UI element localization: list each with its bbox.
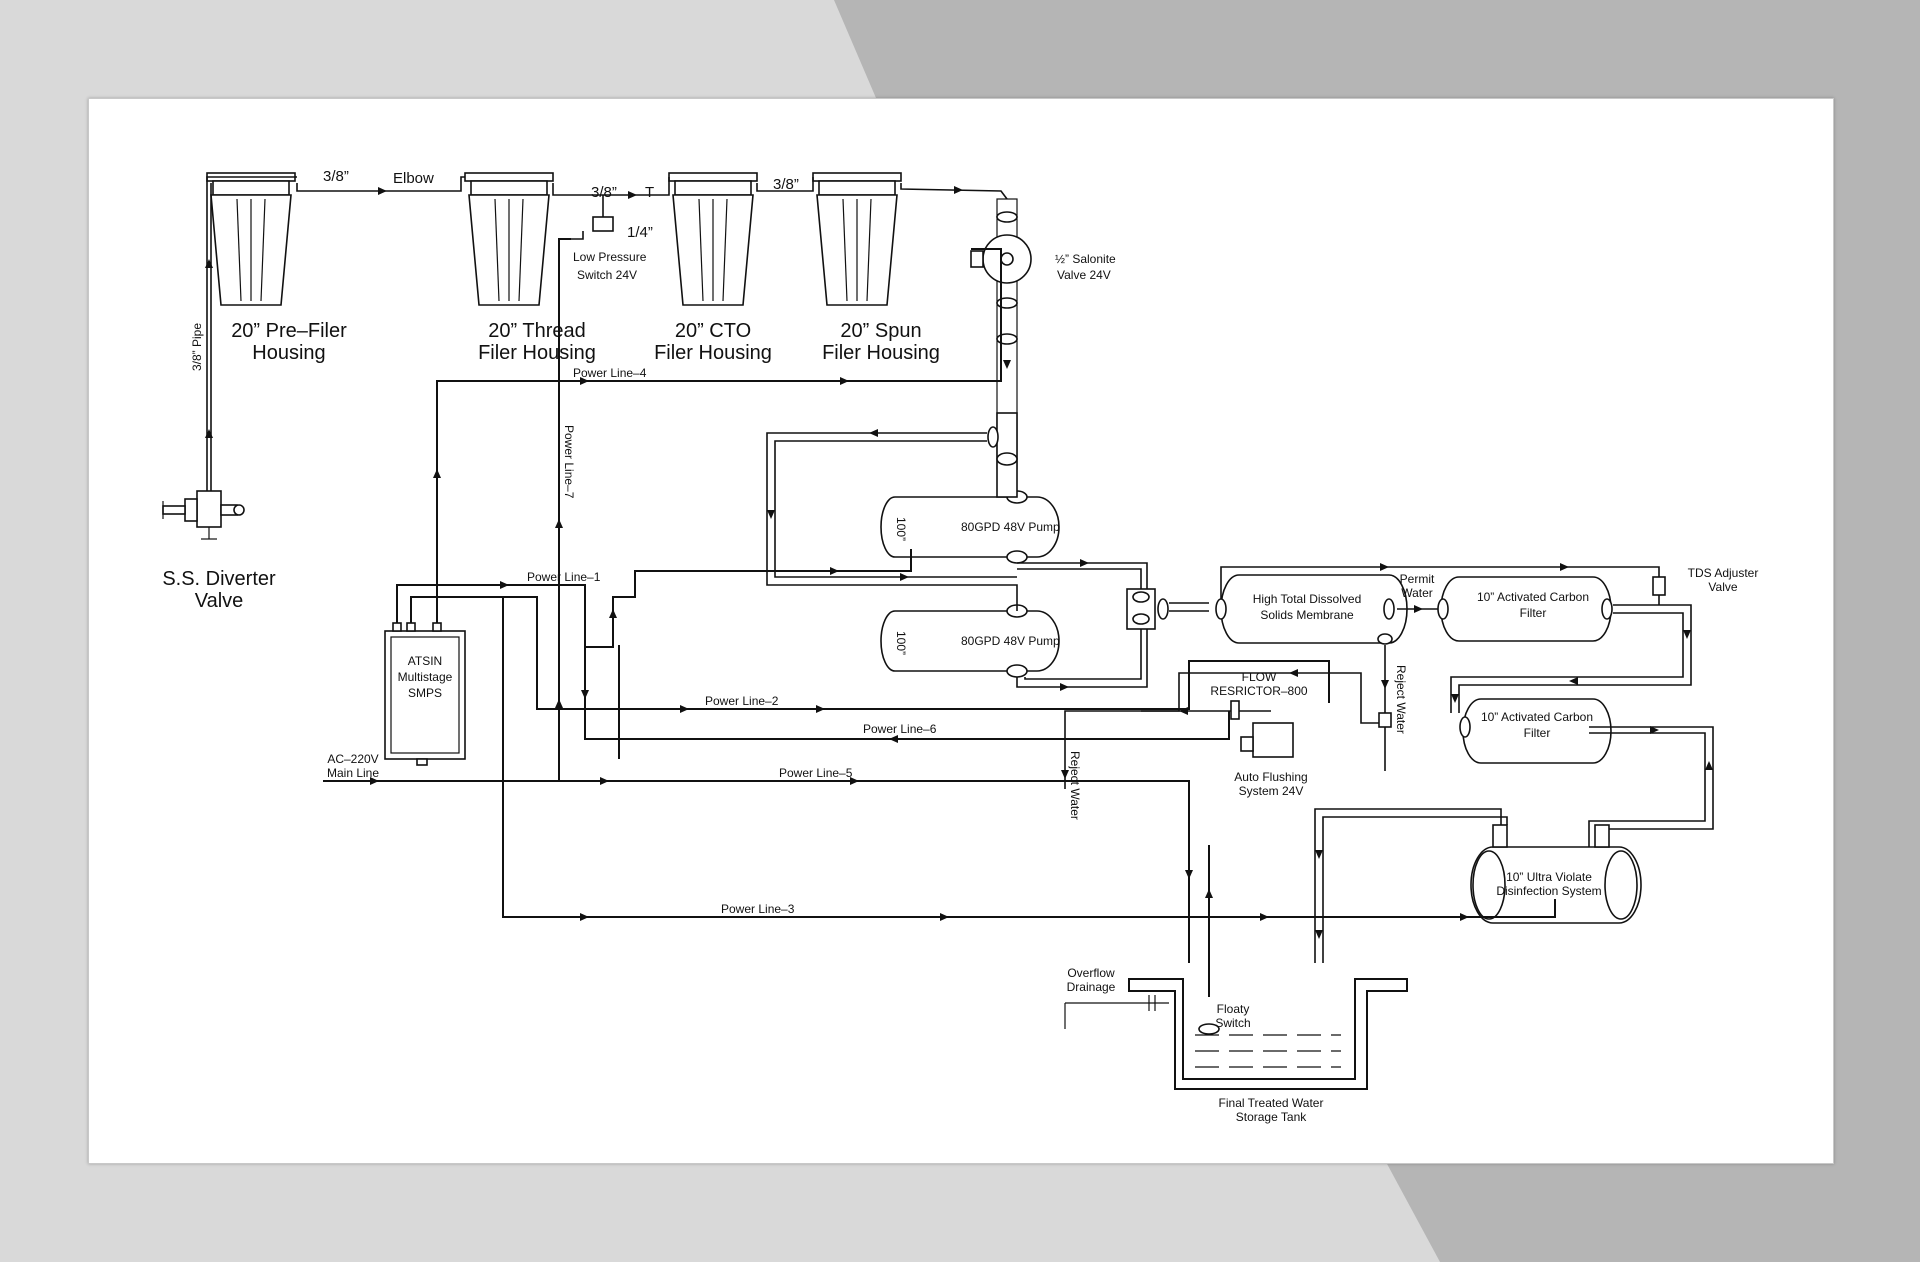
reject-water-label-1: Reject Water (1394, 665, 1408, 734)
overflow-label: Overflow (1067, 966, 1115, 980)
diverter-label-2: Valve (195, 590, 244, 612)
thread-housing (464, 172, 554, 306)
spun-label: 20” Spun (840, 320, 921, 342)
power-line-5-label: Power Line–5 (779, 766, 853, 780)
low-pressure-label: Low Pressure (573, 250, 647, 264)
pump2-tag: 100” (894, 631, 908, 655)
diverter-label: S.S. Diverter (162, 568, 276, 590)
prefilter-label: 20” Pre–Filer (231, 320, 347, 342)
thread-label-2: Filer Housing (478, 342, 596, 364)
pipe-size-d: 1/4” (627, 224, 653, 241)
water-purifier-schematic: 20” Pre–Filer Housing 20” Thread Filer H… (162, 168, 1759, 1124)
diverter-valve (162, 490, 245, 540)
uv-label-2: Disinfection System (1496, 884, 1601, 898)
inlet-pipes (206, 176, 1008, 240)
smps-label-2: Multistage (398, 670, 453, 684)
tds-label: TDS Adjuster (1688, 566, 1759, 580)
smps-box (384, 622, 466, 766)
pipe-size-c: 3/8” (773, 176, 799, 193)
thread-label: 20” Thread (488, 320, 585, 342)
pump1-tag: 100” (894, 517, 908, 541)
elbow-label: Elbow (393, 170, 434, 187)
ro-membrane (1215, 563, 1666, 645)
carbon2-label: 10” Activated Carbon (1481, 710, 1593, 724)
auto-flush-label-2: System 24V (1239, 784, 1304, 798)
solenoid-label: ½” Salonite (1055, 252, 1116, 266)
pipe-size-a: 3/8” (323, 168, 349, 185)
reject-water-label-2: Reject Water (1068, 751, 1082, 820)
power-line-6-label: Power Line–6 (863, 722, 937, 736)
permit-label: Permit (1400, 572, 1435, 586)
power-lines (323, 238, 1556, 997)
uv-label: 10” Ultra Violate (1506, 870, 1592, 884)
pump2-label: 80GPD 48V Pump (961, 634, 1060, 648)
reject-line (1061, 645, 1392, 789)
cto-housing (668, 172, 758, 306)
solenoid-label-2: Valve 24V (1057, 268, 1111, 282)
mains-label: AC–220V (327, 752, 378, 766)
power-line-2-label: Power Line–2 (705, 694, 779, 708)
smps-label-3: SMPS (408, 686, 442, 700)
riser-pipe-label: 3/8” Pipe (190, 323, 204, 371)
pump-manifold (766, 412, 1209, 691)
cto-label-2: Filer Housing (654, 342, 772, 364)
flow-restrictor-label-2: RESRICTOR–800 (1210, 684, 1307, 698)
prefilter-label-2: Housing (252, 342, 325, 364)
power-line-4-label: Power Line–4 (573, 366, 647, 380)
smps-label: ATSIN (408, 654, 442, 668)
tds-label-2: Valve (1708, 580, 1737, 594)
uv-system (1314, 808, 1642, 963)
permit-label-2: Water (1401, 586, 1433, 600)
tee-label: T (645, 184, 654, 201)
flow-restrictor-label: FLOW (1242, 670, 1277, 684)
overflow-label-2: Drainage (1067, 980, 1116, 994)
prefilter-housing (206, 172, 296, 306)
storage-tank (1064, 978, 1408, 1090)
floaty-switch-label: Floaty (1217, 1002, 1250, 1016)
membrane-label: High Total Dissolved (1253, 592, 1362, 606)
drawing-sheet: 20” Pre–Filer Housing 20” Thread Filer H… (88, 98, 1834, 1164)
pipe-size-b: 3/8” (591, 184, 617, 201)
carbon2-label-2: Filter (1524, 726, 1551, 740)
riser-pipe (205, 183, 213, 491)
pump1-label: 80GPD 48V Pump (961, 520, 1060, 534)
power-line-1-label: Power Line–1 (527, 570, 601, 584)
mains-label-2: Main Line (327, 766, 379, 780)
power-line-7-label: Power Line–7 (562, 425, 576, 499)
cto-label: 20” CTO (675, 320, 751, 342)
power-line-3-label: Power Line–3 (721, 902, 795, 916)
carbon1-label-2: Filter (1520, 606, 1547, 620)
floaty-switch-label-2: Switch (1215, 1016, 1250, 1030)
low-pressure-label-2: Switch 24V (577, 268, 637, 282)
tank-label-2: Storage Tank (1236, 1110, 1307, 1124)
spun-housing (812, 172, 902, 306)
tank-label: Final Treated Water (1219, 1096, 1324, 1110)
carbon-filter-1 (1437, 576, 1692, 713)
carbon1-label: 10” Activated Carbon (1477, 590, 1589, 604)
membrane-label-2: Solids Membrane (1260, 608, 1354, 622)
spun-label-2: Filer Housing (822, 342, 940, 364)
auto-flush-label: Auto Flushing (1234, 770, 1307, 784)
